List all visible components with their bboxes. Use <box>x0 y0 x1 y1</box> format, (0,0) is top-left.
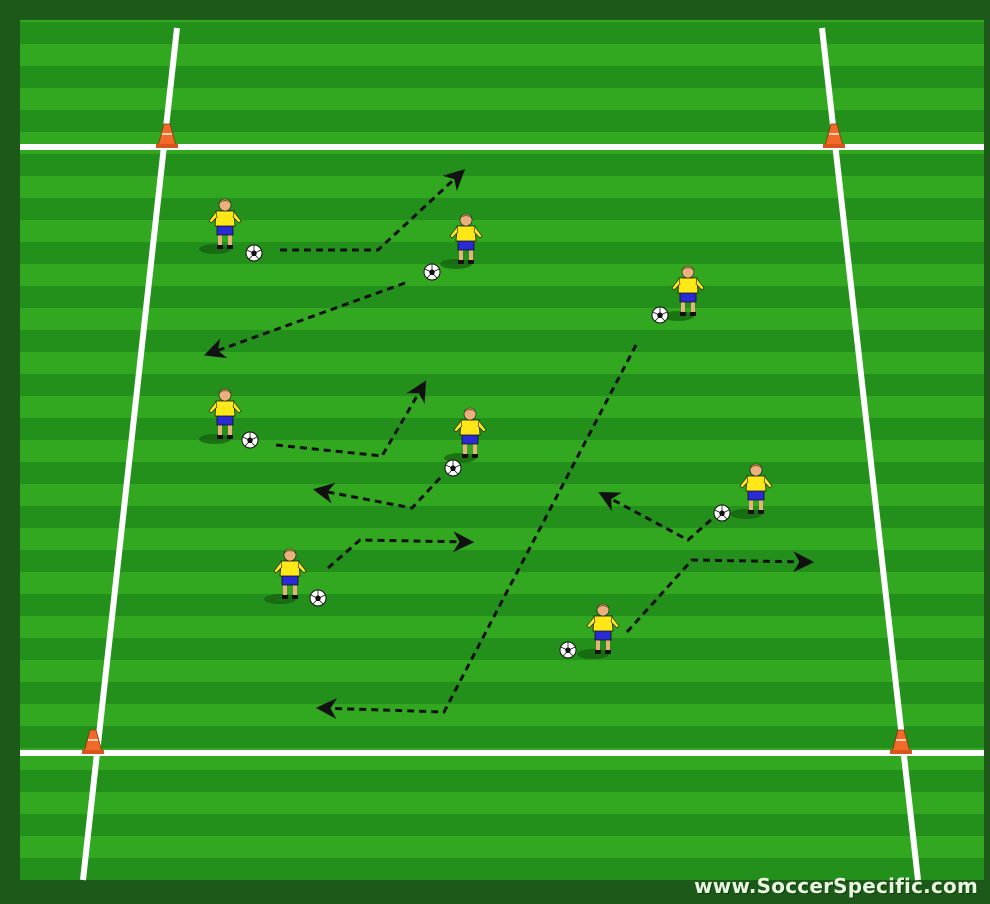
ball-4 <box>242 432 258 448</box>
watermark-text: www.SoccerSpecific.com <box>694 874 978 898</box>
ball-3 <box>652 307 668 323</box>
ball-5 <box>445 460 461 476</box>
ball-1 <box>246 245 262 261</box>
ball-8 <box>560 642 576 658</box>
ball-2 <box>424 264 440 280</box>
ball-6 <box>714 505 730 521</box>
ball-7 <box>310 590 326 606</box>
